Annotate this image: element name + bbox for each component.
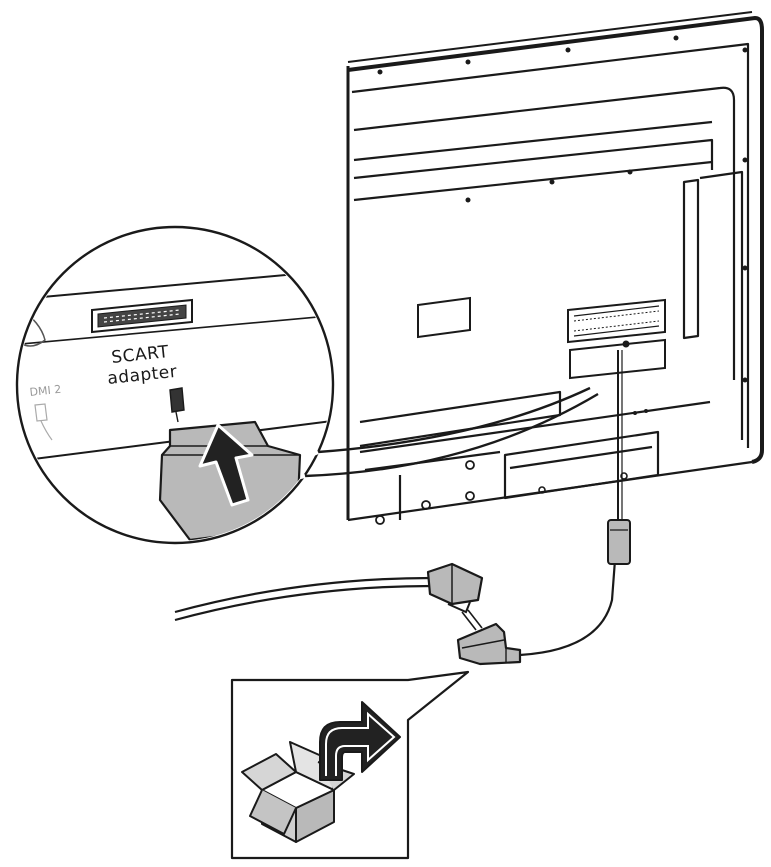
scart-plug-in-zoom [158, 420, 302, 541]
ferrite-core [607, 519, 631, 565]
zoom-circle: SCART adapter DMI 2 [15, 225, 599, 545]
tv-connector-area [417, 296, 666, 380]
cables [174, 350, 623, 657]
arrow-up-icon [198, 423, 254, 507]
tv-back-panel [346, 11, 764, 522]
scart-plug-upper [426, 562, 484, 631]
screw-holes [375, 35, 748, 525]
curved-arrow-icon [319, 701, 401, 781]
port-label: DMI 2 [29, 383, 62, 399]
scart-adapter [456, 622, 522, 666]
open-box-icon [241, 741, 355, 843]
accessory-callout [230, 670, 470, 860]
